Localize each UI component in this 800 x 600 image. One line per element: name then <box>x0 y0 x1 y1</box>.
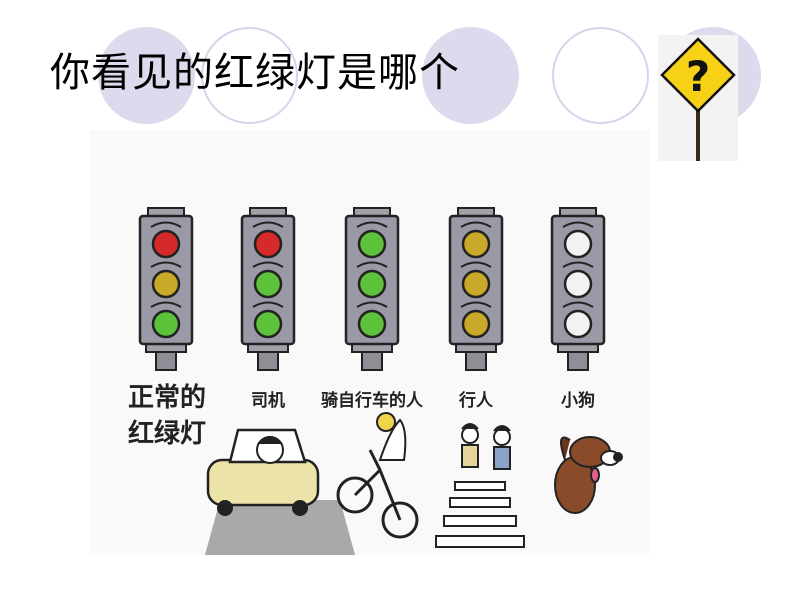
decorative-circle <box>98 27 195 124</box>
signal-lamp <box>151 309 181 339</box>
traffic-light-viewer-4 <box>550 207 606 371</box>
normal-light-label-line1: 正常的 <box>128 383 207 413</box>
decorative-circle-outline <box>201 27 298 124</box>
signal-lamp <box>563 309 593 339</box>
signal-lamp <box>461 229 491 259</box>
viewer-label-pedestrian: 行人 <box>459 391 493 411</box>
traffic-light-illustration: 正常的 红绿灯 司机 骑自行车的人 行人 小狗 <box>90 130 650 555</box>
signal-lamp <box>357 309 387 339</box>
traffic-light-viewer-3 <box>448 207 504 371</box>
viewer-label-driver: 司机 <box>251 391 285 411</box>
signal-lamp <box>253 269 283 299</box>
question-sign-image: ? <box>658 35 738 161</box>
question-mark-icon: ? <box>686 52 710 101</box>
normal-light-label: 正常的 红绿灯 <box>128 380 208 452</box>
cyclist-icon <box>336 412 419 539</box>
traffic-light-normal <box>138 207 194 371</box>
decorative-circle-outline <box>552 27 649 124</box>
dog-icon <box>554 436 623 514</box>
signal-lamp <box>151 269 181 299</box>
pedestrians-icon <box>461 423 511 470</box>
viewer-label-cyclist: 骑自行车的人 <box>321 391 423 411</box>
traffic-light-viewer-2 <box>344 207 400 371</box>
signal-lamp <box>461 269 491 299</box>
signal-lamp <box>357 269 387 299</box>
warning-diamond-icon <box>660 37 736 113</box>
road <box>205 500 355 555</box>
signal-lamp <box>563 269 593 299</box>
signal-lamp <box>357 229 387 259</box>
signal-lamp <box>461 309 491 339</box>
signal-lamp <box>151 229 181 259</box>
decorative-circle <box>422 27 519 124</box>
normal-light-label-line2: 红绿灯 <box>128 419 207 449</box>
crosswalk <box>435 481 525 548</box>
traffic-light-viewer-1 <box>240 207 296 371</box>
signal-lamp <box>563 229 593 259</box>
signal-lamp <box>253 309 283 339</box>
slide-title: 你看见的红绿灯是哪个 <box>50 50 460 96</box>
signal-lamp <box>253 229 283 259</box>
viewer-label-dog: 小狗 <box>561 391 595 411</box>
car-with-driver-icon <box>206 428 320 516</box>
